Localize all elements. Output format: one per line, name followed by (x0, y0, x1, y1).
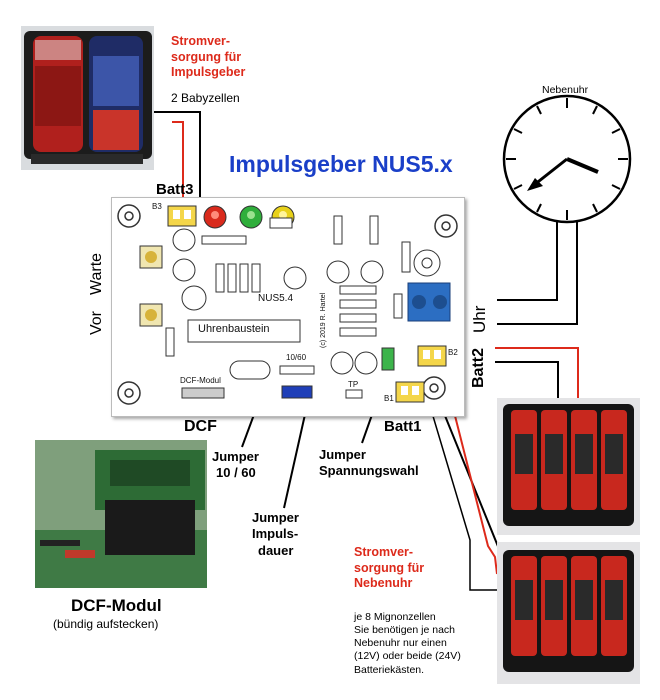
jumper-spannung-label: Jumper Spannungswahl (319, 447, 419, 479)
board-name: NUS5.4 (258, 293, 294, 304)
board-1060-label: 10/60 (286, 353, 307, 362)
power-impulse-label: Stromver- sorgung für Impulsgeber (171, 34, 246, 80)
batt2-black-wire (495, 361, 559, 398)
uhr-label: Uhr (470, 305, 489, 333)
batt3-red-wire (172, 121, 184, 205)
batt1-red-wire (450, 399, 498, 575)
page-title: Impulsgeber NUS5.x (229, 151, 453, 177)
batt1-label: Batt1 (384, 418, 422, 435)
batt3-label: Batt3 (156, 181, 194, 198)
dcf-module-photo (35, 440, 207, 588)
batt1-black-wire-2 (426, 395, 497, 591)
board-dcf-silk: DCF-Modul (180, 376, 221, 385)
uhr-wire-2 (497, 212, 578, 325)
dcf-module-title: DCF-Modul (71, 596, 162, 615)
babyzellen-label: 2 Babyzellen (171, 91, 240, 105)
babyzellen-photo (21, 26, 154, 170)
board-module-label: Uhrenbaustein (198, 323, 270, 335)
batt3-black-wire (148, 111, 201, 205)
power-nebenuhr-label: Stromver- sorgung für Nebenuhr (354, 545, 425, 591)
dcf-module-sub: (bündig aufstecken) (53, 617, 159, 631)
pcb-board: NUS5.4 Uhrenbaustein 10/60 DCF-Modul TP … (111, 197, 465, 417)
vor-label: Vor (88, 310, 105, 335)
jumper-1060-label: Jumper 10 / 60 (212, 449, 259, 481)
nebenuhr-clock (502, 94, 632, 224)
jumper-impuls-label: Jumper Impuls- dauer (252, 510, 299, 558)
battery-note: je 8 Mignonzellen Sie benötigen je nach … (354, 611, 461, 676)
board-b3-label: B3 (152, 202, 162, 211)
uhr-wire-1 (497, 212, 558, 301)
board-copyright: (c) 2019 R. Hartel (320, 292, 327, 348)
nebenuhr-label: Nebenuhr (542, 84, 589, 96)
board-tp-label: TP (348, 380, 359, 389)
batt2-red-wire (495, 347, 579, 398)
warte-label: Warte (88, 252, 105, 295)
board-b2-label: B2 (448, 348, 458, 357)
battery-box-upper-photo (497, 398, 640, 535)
battery-box-lower-photo (497, 542, 640, 684)
batt2-label: Batt2 (470, 347, 487, 388)
board-b1-label: B1 (384, 394, 394, 403)
dcf-label: DCF (184, 418, 217, 435)
